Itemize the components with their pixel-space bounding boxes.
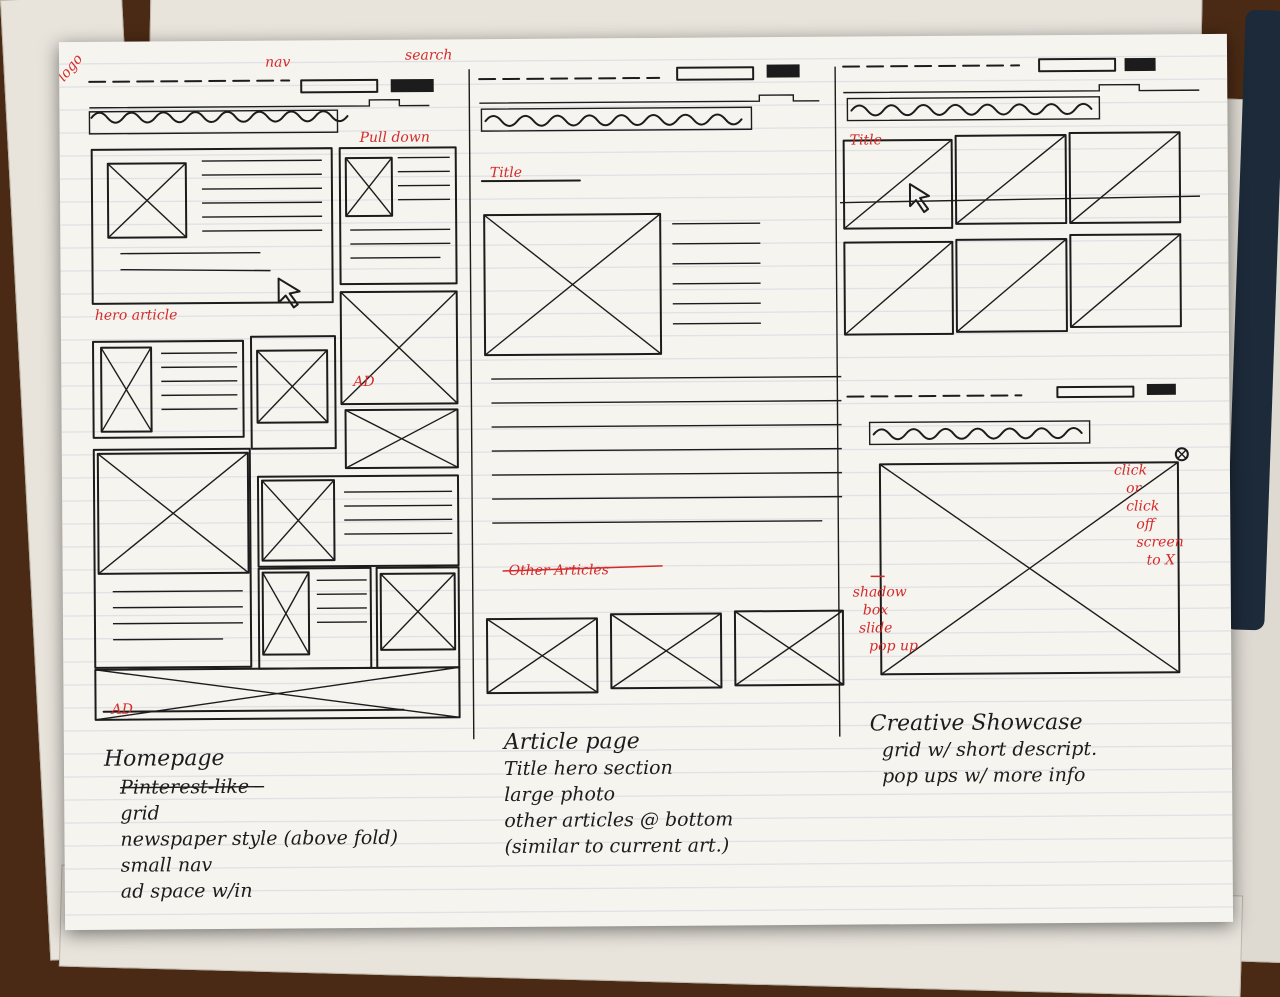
annotation-shadow-1: shadow [853, 584, 907, 600]
note-homepage-item-5: ad space w/in [121, 880, 253, 903]
homepage-wireframe [89, 79, 459, 720]
annotation-shadow-2: box [863, 602, 889, 618]
article-wireframe [479, 65, 843, 693]
search-box [391, 79, 433, 91]
note-article-item-1: Title hero section [504, 757, 673, 780]
note-article-item-3: other articles @ bottom [504, 808, 733, 832]
note-article-item-4: (similar to current art.) [504, 834, 729, 858]
annotation-ad-2: AD [110, 702, 133, 718]
annotation-nav: nav [265, 54, 290, 70]
annotation-search: search [405, 47, 452, 63]
note-showcase-item-2: pop ups w/ more info [882, 764, 1085, 787]
annotation-click-4: off [1136, 516, 1157, 532]
annotation-click-3: click [1126, 498, 1159, 514]
cursor-icon-showcase [910, 184, 929, 212]
annotation-title-showcase: Title [850, 132, 882, 148]
wireframe-sketch: logo nav search Pull down hero article A… [59, 34, 1233, 930]
nav-bar [301, 80, 377, 93]
annotation-shadow-3: slide [859, 620, 893, 636]
annotation-click-1: click [1114, 463, 1147, 479]
homepage-notes: Homepage Pinterest-like grid newspaper s… [103, 745, 399, 903]
note-homepage-item-3: newspaper style (above fold) [120, 827, 398, 851]
annotation-click-6: to X [1147, 552, 1177, 568]
pulldown-banner [91, 111, 347, 123]
hero-article [92, 148, 333, 304]
annotation-logo: logo [59, 51, 86, 85]
annotation-shadow-4: pop up [869, 638, 918, 654]
annotation-title: Title [490, 165, 522, 181]
annotation-ad-1: AD [351, 374, 374, 390]
sketch-sheet: logo nav search Pull down hero article A… [59, 34, 1233, 930]
article-annotations: Title Other Articles [490, 164, 663, 579]
note-article-item-2: large photo [504, 783, 615, 806]
note-homepage-title: Homepage [103, 746, 225, 772]
note-homepage-item-4: small nav [121, 854, 213, 877]
note-article-title: Article page [502, 729, 640, 755]
note-showcase-title: Creative Showcase [870, 710, 1083, 736]
annotation-pulldown: Pull down [359, 130, 430, 146]
annotation-click-2: or [1126, 481, 1143, 497]
note-showcase-item-1: grid w/ short descript. [882, 738, 1097, 762]
note-homepage-item-2: grid [120, 802, 160, 824]
article-notes: Article page Title hero section large ph… [502, 728, 734, 858]
showcase-notes: Creative Showcase grid w/ short descript… [870, 710, 1098, 788]
annotation-hero: hero article [95, 307, 178, 324]
annotation-click-5: screen [1136, 534, 1183, 550]
showcase-wireframe [839, 58, 1203, 674]
